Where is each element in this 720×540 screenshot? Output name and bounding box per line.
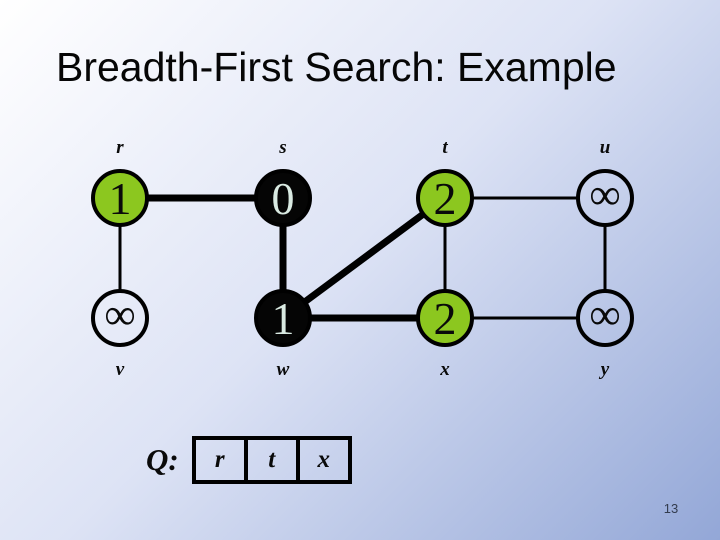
node-values: 1 0 2 ∞ ∞ 1 2 ∞ bbox=[104, 170, 620, 344]
queue-cell-0: r bbox=[214, 446, 225, 473]
node-u-value: ∞ bbox=[589, 170, 620, 219]
queue-label: Q: bbox=[146, 442, 179, 477]
node-w-circle bbox=[254, 289, 312, 347]
node-u-circle bbox=[576, 169, 634, 227]
node-v-label: v bbox=[116, 359, 125, 380]
nodes bbox=[91, 169, 634, 347]
node-labels: r s t u v w x y bbox=[116, 137, 611, 380]
edge-w-t bbox=[280, 195, 448, 321]
page-number: 13 bbox=[663, 501, 679, 516]
queue-cell-1: t bbox=[243, 440, 296, 480]
node-y-circle bbox=[576, 289, 634, 347]
node-r-circle bbox=[91, 169, 149, 227]
node-w-value: 1 bbox=[272, 293, 295, 344]
slide-title: Breadth-First Search: Example bbox=[56, 44, 617, 90]
node-t-value: 2 bbox=[434, 173, 457, 224]
node-r-value: 1 bbox=[109, 173, 132, 224]
queue-boxes: r t x bbox=[191, 436, 352, 484]
node-x-value: 2 bbox=[434, 293, 457, 344]
node-y-value: ∞ bbox=[589, 290, 620, 339]
bfs-queue: Q: r t x bbox=[146, 436, 352, 484]
node-y-label: y bbox=[599, 359, 610, 380]
node-r-label: r bbox=[116, 137, 124, 158]
queue-cell-2: x bbox=[295, 440, 348, 480]
edges bbox=[118, 194, 607, 322]
node-v-value: ∞ bbox=[104, 290, 135, 339]
node-v-circle bbox=[91, 289, 149, 347]
node-x-circle bbox=[416, 289, 474, 347]
node-x-label: x bbox=[439, 359, 450, 380]
node-w-label: w bbox=[277, 359, 290, 380]
node-s-label: s bbox=[278, 137, 286, 158]
node-s-value: 0 bbox=[272, 173, 295, 224]
node-t-circle bbox=[416, 169, 474, 227]
node-s-circle bbox=[254, 169, 312, 227]
node-t-label: t bbox=[442, 137, 448, 158]
node-u-label: u bbox=[600, 137, 611, 158]
